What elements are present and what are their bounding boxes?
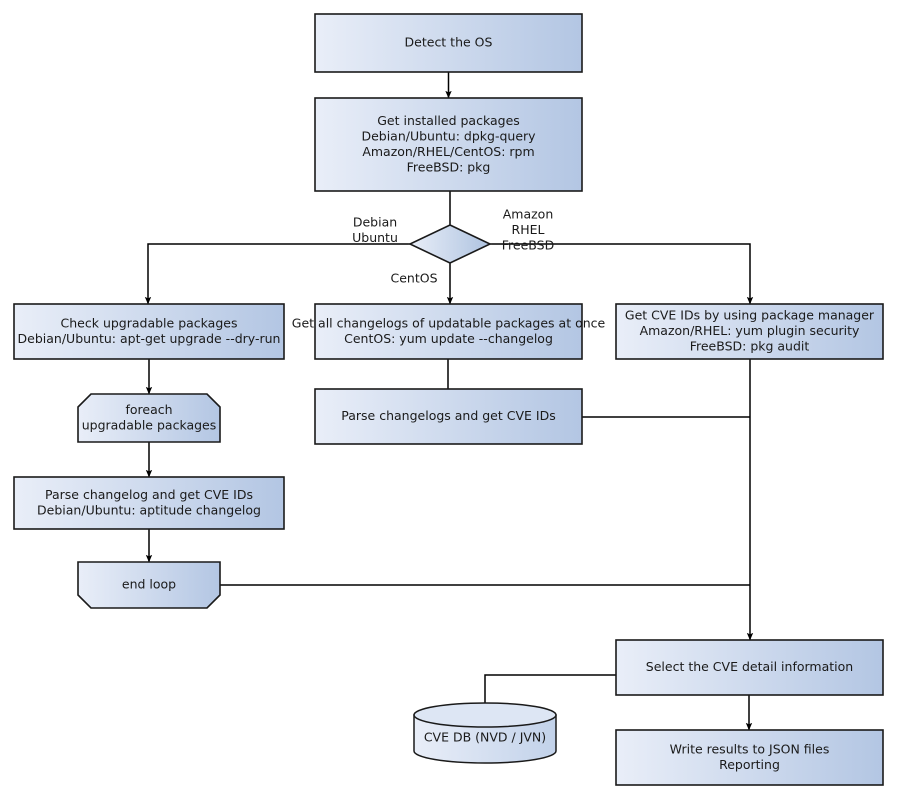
node-get-cve-ids-package-manager-label-line-3: FreeBSD: pkg audit — [690, 339, 810, 354]
node-write-results-label-line-2: Reporting — [719, 757, 780, 772]
node-get-cve-ids-package-manager-label-line-2: Amazon/RHEL: yum plugin security — [640, 323, 860, 338]
label-debian-ubuntu-line-1: Debian — [353, 215, 397, 230]
node-select-cve-detail[interactable]: Select the CVE detail information — [615, 639, 884, 696]
node-cve-db-label-line-1: CVE DB (NVD / JVN) — [424, 730, 546, 745]
node-get-all-changelogs-label-line-2: CentOS: yum update --changelog — [344, 331, 553, 346]
label-centos-line-1: CentOS — [390, 271, 437, 286]
edge-label-label-centos: CentOS — [390, 271, 437, 286]
node-get-cve-ids-package-manager-shape — [615, 303, 884, 360]
node-detect-os-shape — [314, 13, 583, 73]
node-check-upgradable-packages-label-line-2: Debian/Ubuntu: apt-get upgrade --dry-run — [18, 331, 281, 346]
node-get-installed-packages-label-line-2: Debian/Ubuntu: dpkg-query — [361, 128, 536, 143]
node-cve-db[interactable]: CVE DB (NVD / JVN) — [413, 702, 557, 764]
node-get-installed-packages-label-line-4: FreeBSD: pkg — [407, 159, 491, 174]
node-get-cve-ids-package-manager[interactable]: Get CVE IDs by using package managerAmaz… — [615, 303, 884, 360]
node-end-loop[interactable]: end loop — [77, 561, 221, 609]
node-foreach-upgradable-packages-label-line-1: foreach — [125, 402, 172, 417]
node-os-decision-shape — [408, 224, 492, 264]
node-write-results-label-line-1: Write results to JSON files — [670, 741, 830, 756]
node-end-loop-label-line-1: end loop — [122, 577, 176, 592]
node-foreach-upgradable-packages-label-line-2: upgradable packages — [82, 417, 217, 432]
node-get-all-changelogs[interactable]: Get all changelogs of updatable packages… — [292, 303, 606, 360]
node-select-cve-detail-shape — [615, 639, 884, 696]
edge-e-select-to-db — [484, 674, 616, 710]
label-debian-ubuntu-line-2: Ubuntu — [352, 230, 398, 245]
node-parse-changelogs-cve-ids-shape — [314, 388, 583, 445]
node-parse-changelogs-cve-ids[interactable]: Parse changelogs and get CVE IDs — [314, 388, 583, 445]
node-os-decision[interactable] — [408, 224, 492, 264]
node-get-installed-packages-shape — [314, 97, 583, 192]
node-cve-db-top — [413, 702, 557, 728]
label-amazon-rhel-freebsd-line-3: FreeBSD — [502, 238, 554, 253]
label-amazon-rhel-freebsd-line-1: Amazon — [503, 207, 554, 222]
node-get-all-changelogs-label-line-1: Get all changelogs of updatable packages… — [292, 315, 606, 330]
node-check-upgradable-packages-shape — [13, 303, 285, 360]
node-check-upgradable-packages[interactable]: Check upgradable packagesDebian/Ubuntu: … — [13, 303, 285, 360]
node-check-upgradable-packages-label-line-1: Check upgradable packages — [61, 315, 238, 330]
node-get-all-changelogs-shape — [314, 303, 583, 360]
node-foreach-upgradable-packages-shape — [77, 393, 221, 443]
node-cve-db-body — [413, 714, 557, 764]
edge-e-decision-to-check-upgradable — [144, 243, 410, 305]
label-amazon-rhel-freebsd-line-2: RHEL — [512, 222, 545, 237]
node-end-loop-shape — [77, 561, 221, 609]
node-detect-os-label-line-1: Detect the OS — [405, 35, 493, 50]
node-parse-changelog-cve-ids-shape — [13, 476, 285, 530]
node-parse-changelog-cve-ids-label-line-1: Parse changelog and get CVE IDs — [45, 487, 253, 502]
node-write-results-shape — [615, 729, 884, 786]
node-parse-changelogs-cve-ids-label-line-1: Parse changelogs and get CVE IDs — [341, 408, 555, 423]
node-get-cve-ids-package-manager-label-line-1: Get CVE IDs by using package manager — [625, 308, 875, 323]
node-get-installed-packages-label-line-3: Amazon/RHEL/CentOS: rpm — [362, 144, 534, 159]
node-select-cve-detail-label-line-1: Select the CVE detail information — [646, 659, 853, 674]
node-parse-changelog-cve-ids-label-line-2: Debian/Ubuntu: aptitude changelog — [37, 502, 261, 517]
edge-layer — [144, 72, 754, 731]
node-detect-os[interactable]: Detect the OS — [314, 13, 583, 73]
node-parse-changelog-cve-ids[interactable]: Parse changelog and get CVE IDsDebian/Ub… — [13, 476, 285, 530]
node-get-installed-packages-label-line-1: Get installed packages — [377, 113, 520, 128]
edge-e-decision-to-package-manager — [490, 243, 754, 305]
